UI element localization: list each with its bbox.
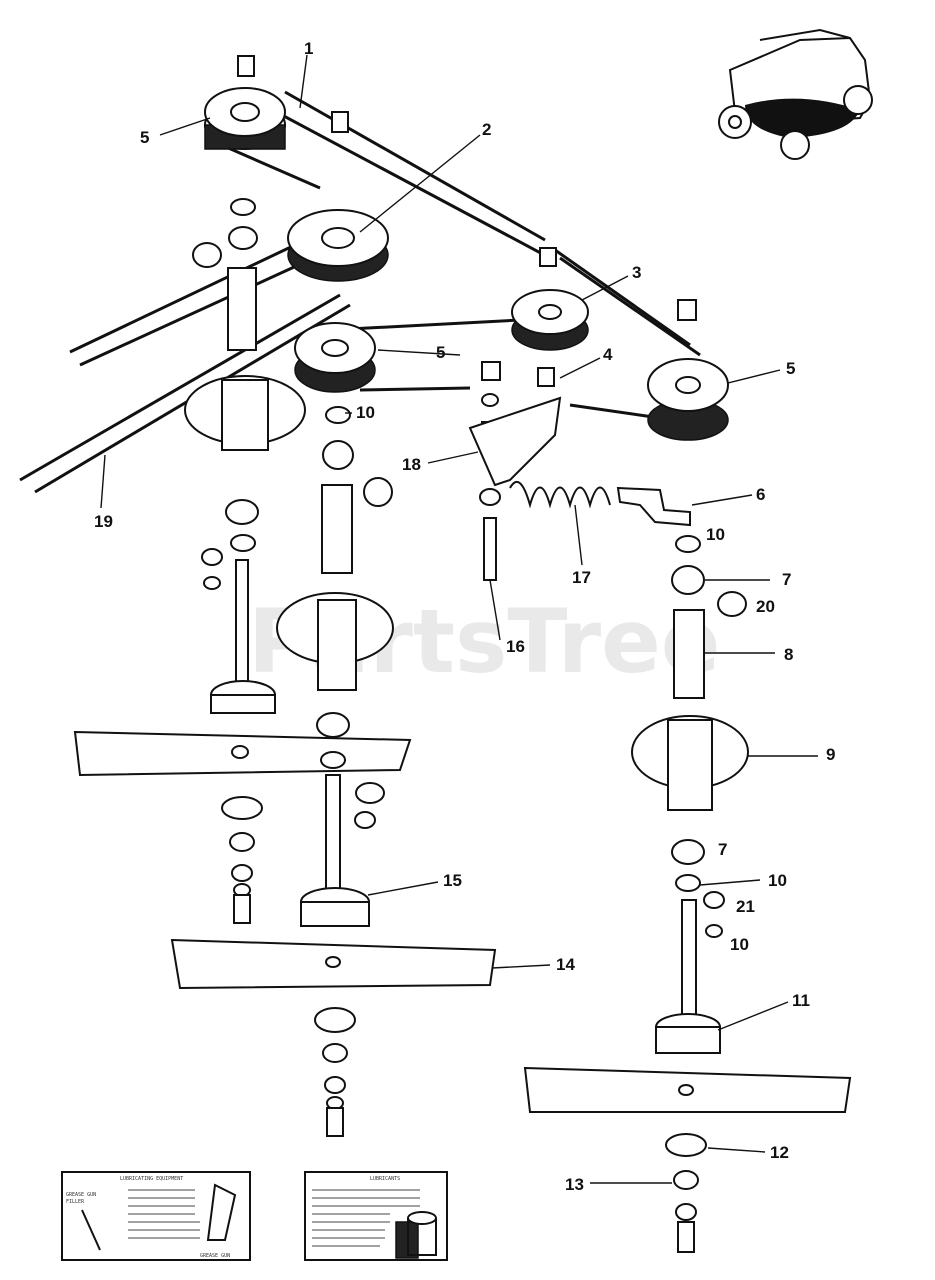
inset-lubricating-equipment: LUBRICATING EQUIPMENT GREASE GUN FILLER … xyxy=(61,1171,251,1261)
callout-10: 10 xyxy=(768,871,787,890)
pulley-idler-3 xyxy=(511,247,589,351)
callout-14: 14 xyxy=(556,955,575,974)
pulley-right xyxy=(647,299,729,441)
callout-3: 3 xyxy=(632,263,641,282)
center-spindle-assembly xyxy=(170,406,497,1137)
inset-lubricating-title: LUBRICATING EQUIPMENT xyxy=(120,1176,183,1182)
callout-10: 10 xyxy=(730,935,749,954)
callout-18: 18 xyxy=(402,455,421,474)
callout-9: 9 xyxy=(826,745,835,764)
callout-6: 6 xyxy=(756,485,765,504)
callout-5: 5 xyxy=(140,128,149,147)
callout-17: 17 xyxy=(572,568,591,587)
callout-5: 5 xyxy=(786,359,795,378)
callout-5: 5 xyxy=(436,343,445,362)
callout-21: 21 xyxy=(736,897,755,916)
inset-lubricants: LUBRICANTS xyxy=(304,1171,448,1261)
callout-2: 2 xyxy=(482,120,491,139)
callout-4: 4 xyxy=(603,345,613,364)
callout-11: 11 xyxy=(792,991,810,1010)
callout-10: 10 xyxy=(706,525,725,544)
callout-19: 19 xyxy=(94,512,113,531)
callout-1: 1 xyxy=(304,39,313,58)
callout-10: 10 xyxy=(356,403,375,422)
callout-7: 7 xyxy=(718,840,727,859)
inset-lubricating-label-1: GREASE GUN xyxy=(66,1192,96,1198)
inset-lubricants-title: LUBRICANTS xyxy=(370,1176,400,1182)
inset-lubricating-bottom-label: GREASE GUN xyxy=(200,1253,230,1259)
pulley-mid-left xyxy=(294,322,376,393)
callout-12: 12 xyxy=(770,1143,789,1162)
callout-13: 13 xyxy=(565,1175,584,1194)
callout-8: 8 xyxy=(784,645,793,664)
callout-16: 16 xyxy=(506,637,525,656)
right-spindle-assembly xyxy=(523,535,852,1253)
callout-7: 7 xyxy=(782,570,791,589)
callout-labels: 1 5 2 3 5 5 4 10 18 6 19 10 17 7 20 16 8… xyxy=(94,39,835,1194)
callout-20: 20 xyxy=(756,597,775,616)
pulley-center-large xyxy=(287,111,389,282)
idler-bracket-assembly xyxy=(468,361,691,581)
tractor-thumbnail xyxy=(718,28,873,160)
pulley-upper-left xyxy=(204,55,286,150)
callout-15: 15 xyxy=(443,871,462,890)
inset-lubricating-label-2: FILLER xyxy=(66,1199,85,1205)
leader-lines xyxy=(100,54,818,1184)
